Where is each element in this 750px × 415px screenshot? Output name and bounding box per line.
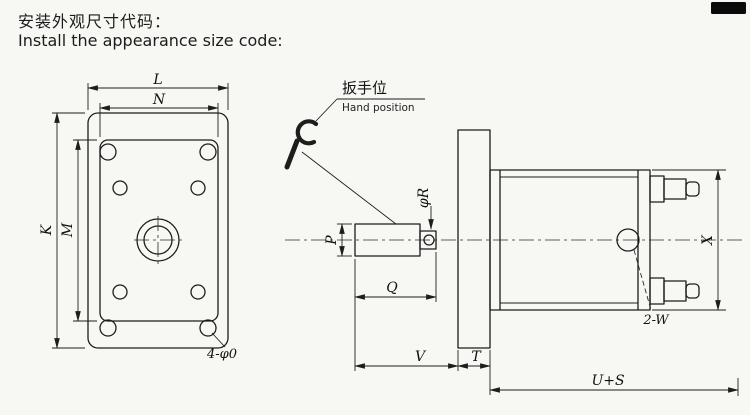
front-view: L N K M 4-φ0 [39,72,237,362]
wrench-position-label-en: Hand position [342,102,415,114]
watermark-bar [711,2,746,14]
dim-label-T: T [471,349,482,365]
dim-label-K: K [39,223,55,236]
leader-line [211,332,226,348]
port-fitting-bottom [649,277,700,305]
rod-tip-detail [423,234,435,246]
mounting-flange [457,129,491,349]
page-title-chinese: 安装外观尺寸代码： [18,12,172,31]
mount-hole [99,319,117,337]
dim-label-N: N [152,92,166,108]
leader-line [315,98,338,122]
leader-line-ports [633,249,652,311]
side-view: 扳手位 Hand position [284,79,745,396]
wrench-position-label-zh: 扳手位 [342,79,387,97]
dim-label-V: V [415,349,427,365]
flange-outer-outline [87,112,229,349]
flange-inner-outline [99,139,219,322]
dim-label-L: L [152,72,162,88]
hole-callout-label: 4-φ0 [206,347,237,362]
dim-label-P: P [324,235,340,246]
rear-port-circle [616,228,640,252]
port-fitting-top [649,175,700,203]
dim-label-X: X [700,234,716,246]
tie-rod-hole [190,180,206,196]
tie-rod-hole [190,284,206,300]
leader-line-to-flats [301,151,397,225]
mount-hole [199,319,217,337]
tie-rod-hole [112,180,128,196]
dim-label-US: U+S [591,373,624,389]
wrench-icon [284,119,319,170]
dim-label-M: M [60,222,76,238]
mount-hole [199,143,217,161]
dim-label-phiR: φR [416,187,432,208]
page-title-english: Install the appearance size code: [18,31,283,50]
cylinder-body [489,169,651,311]
rod-tip [419,230,437,250]
port-callout-label: 2-W [642,313,670,328]
tie-rod-hole [112,284,128,300]
mount-hole [99,143,117,161]
dim-label-Q: Q [386,280,398,296]
